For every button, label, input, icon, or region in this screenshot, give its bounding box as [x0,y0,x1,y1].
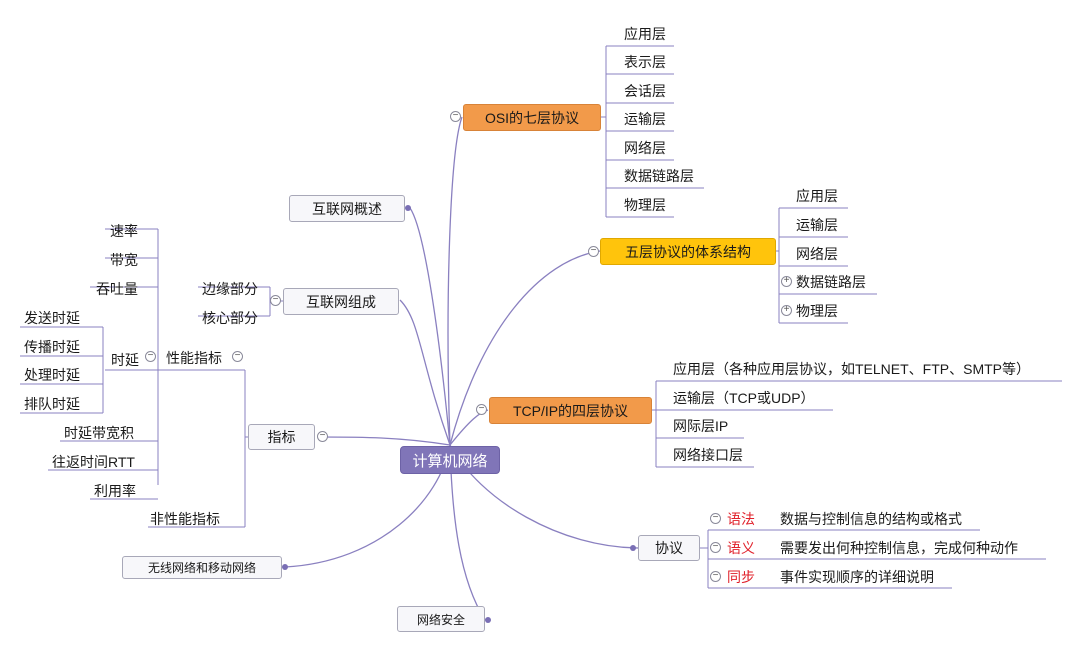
protocol-topic[interactable]: 协议 [638,535,700,561]
five-layer-topic[interactable]: 五层协议的体系结构 [600,238,776,265]
collapse-tcpip-icon[interactable]: − [476,404,487,415]
expand-physical-icon[interactable]: + [781,305,792,316]
security-connector-dot [485,617,491,623]
osi-layer-network[interactable]: 网络层 [624,140,666,156]
collapse-composition-icon[interactable]: − [270,295,281,306]
collapse-syntax-icon[interactable]: − [710,513,721,524]
metric-rate[interactable]: 速率 [110,223,138,239]
osi-topic[interactable]: OSI的七层协议 [463,104,601,131]
protocol-syntax-desc[interactable]: 数据与控制信息的结构或格式 [780,511,962,527]
collapse-delay-icon[interactable]: − [145,351,156,362]
composition-topic[interactable]: 互联网组成 [283,288,399,315]
tcpip-topic[interactable]: TCP/IP的四层协议 [489,397,652,424]
metric-bandwidth[interactable]: 带宽 [110,252,138,268]
metric-utilization[interactable]: 利用率 [94,483,136,499]
collapse-metrics-icon[interactable]: − [317,431,328,442]
tcpip-layer-transport[interactable]: 运输层（TCP或UDP） [673,390,815,406]
five-layer-network[interactable]: 网络层 [796,246,838,262]
five-layer-datalink[interactable]: 数据链路层 [796,274,866,290]
metric-delay[interactable]: 时延 [111,352,139,368]
performance-topic[interactable]: 性能指标 [166,350,222,366]
protocol-connector-dot [630,545,636,551]
metric-throughput[interactable]: 吞吐量 [96,281,138,297]
central-topic[interactable]: 计算机网络 [400,446,500,474]
expand-datalink-icon[interactable]: + [781,276,792,287]
delay-propagation[interactable]: 传播时延 [24,339,80,355]
osi-layer-presentation[interactable]: 表示层 [624,54,666,70]
collapse-five-icon[interactable]: − [588,246,599,257]
osi-layer-application[interactable]: 应用层 [624,26,666,42]
metric-rtt[interactable]: 往返时间RTT [52,454,135,470]
collapse-sync-icon[interactable]: − [710,571,721,582]
tcpip-layer-application[interactable]: 应用层（各种应用层协议，如TELNET、FTP、SMTP等） [673,361,1031,377]
protocol-sync-key[interactable]: 同步 [727,569,755,585]
protocol-syntax-key[interactable]: 语法 [727,511,755,527]
delay-queuing[interactable]: 排队时延 [24,396,80,412]
tcpip-layer-internet[interactable]: 网际层IP [673,418,729,434]
collapse-osi-icon[interactable]: − [450,111,461,122]
delay-transmission[interactable]: 发送时延 [24,310,80,326]
protocol-semantics-key[interactable]: 语义 [727,540,755,556]
protocol-semantics-desc[interactable]: 需要发出何种控制信息，完成何种动作 [780,540,1018,556]
collapse-semantics-icon[interactable]: − [710,542,721,553]
osi-layer-datalink[interactable]: 数据链路层 [624,168,694,184]
osi-layer-session[interactable]: 会话层 [624,83,666,99]
wireless-connector-dot [282,564,288,570]
five-layer-transport[interactable]: 运输层 [796,217,838,233]
collapse-performance-icon[interactable]: − [232,351,243,362]
metric-delay-bandwidth-product[interactable]: 时延带宽积 [64,425,134,441]
wireless-topic[interactable]: 无线网络和移动网络 [122,556,282,579]
five-layer-physical[interactable]: 物理层 [796,303,838,319]
metrics-topic[interactable]: 指标 [248,424,315,450]
tcpip-layer-link[interactable]: 网络接口层 [673,447,743,463]
overview-topic[interactable]: 互联网概述 [289,195,405,222]
delay-processing[interactable]: 处理时延 [24,367,80,383]
overview-connector-dot [405,205,411,211]
osi-layer-physical[interactable]: 物理层 [624,197,666,213]
non-performance-topic[interactable]: 非性能指标 [150,511,220,527]
five-layer-application[interactable]: 应用层 [796,188,838,204]
security-topic[interactable]: 网络安全 [397,606,485,632]
composition-edge[interactable]: 边缘部分 [202,281,258,297]
osi-layer-transport[interactable]: 运输层 [624,111,666,127]
composition-core[interactable]: 核心部分 [202,310,258,326]
protocol-sync-desc[interactable]: 事件实现顺序的详细说明 [780,569,934,585]
